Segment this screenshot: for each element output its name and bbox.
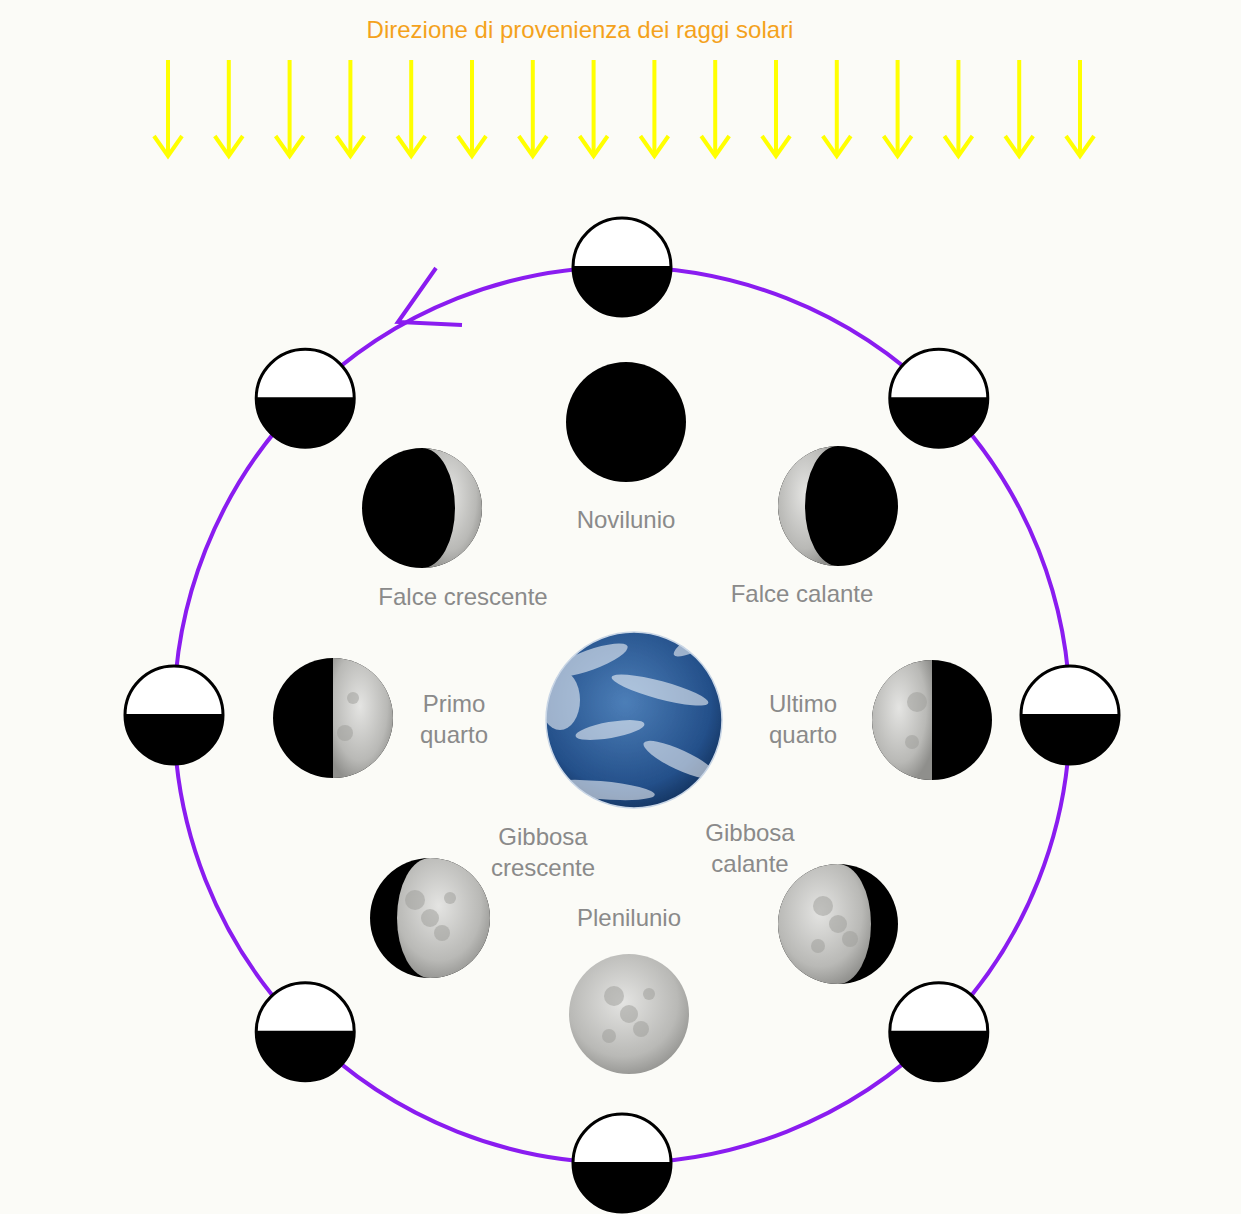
phase-label: Plenilunio [577, 902, 681, 933]
moon-phase [872, 660, 992, 780]
ray-arrow [713, 60, 717, 155]
ray-arrow [227, 60, 231, 155]
phase-label: Falce crescente [378, 581, 547, 612]
ray-arrowhead [519, 136, 547, 156]
orbit-moon [256, 983, 354, 1081]
ray-arrow [166, 60, 170, 155]
earth [540, 618, 730, 808]
orbit-moon [890, 983, 988, 1081]
ray-arrow [592, 60, 596, 155]
moon-phase [569, 954, 689, 1074]
phase-label: Primo quarto [408, 688, 500, 750]
orbit-direction-arrow [398, 268, 462, 325]
ray-arrow [896, 60, 900, 155]
ray-arrowhead [1005, 136, 1033, 156]
ray-arrowhead [215, 136, 243, 156]
orbit-moon [1021, 666, 1119, 764]
moon-phase [273, 658, 393, 778]
ray-arrowhead [1066, 136, 1094, 156]
ray-arrowhead [640, 136, 668, 156]
moon-phase [778, 864, 898, 984]
phase-label: Gibbosa calante [685, 817, 815, 879]
ray-arrowhead [823, 136, 851, 156]
phase-label: Ultimo quarto [753, 688, 853, 750]
title: Direzione di provenienza dei raggi solar… [367, 14, 794, 45]
ray-arrowhead [458, 136, 486, 156]
phase-label: Falce calante [731, 578, 874, 609]
ray-arrow [774, 60, 778, 155]
ray-arrow [409, 60, 413, 155]
ray-arrow [1017, 60, 1021, 155]
moon-phase [566, 362, 686, 482]
ray-arrow [835, 60, 839, 155]
ray-arrow [531, 60, 535, 155]
phase-label: Novilunio [577, 504, 676, 535]
orbit-moon [125, 666, 223, 764]
ray-arrowhead [276, 136, 304, 156]
sun-rays [154, 60, 1094, 156]
orbit-moon [573, 218, 671, 316]
ray-arrowhead [397, 136, 425, 156]
ray-arrowhead [336, 136, 364, 156]
ray-arrowhead [762, 136, 790, 156]
ray-arrow [1078, 60, 1082, 155]
ray-arrow [956, 60, 960, 155]
orbit-moon [573, 1114, 671, 1212]
ray-arrowhead [154, 136, 182, 156]
orbit-moon [890, 349, 988, 447]
moon-phase [362, 448, 482, 568]
ray-arrowhead [580, 136, 608, 156]
ray-arrow [288, 60, 292, 155]
ray-arrow [470, 60, 474, 155]
moon-phase [778, 446, 898, 566]
ray-arrowhead [944, 136, 972, 156]
orbit-moon [256, 349, 354, 447]
ray-arrowhead [884, 136, 912, 156]
ray-arrow [348, 60, 352, 155]
moon-phase [370, 858, 490, 978]
ray-arrow [652, 60, 656, 155]
orbit [174, 267, 1070, 1163]
phase-label: Gibbosa crescente [463, 821, 623, 883]
ray-arrowhead [701, 136, 729, 156]
